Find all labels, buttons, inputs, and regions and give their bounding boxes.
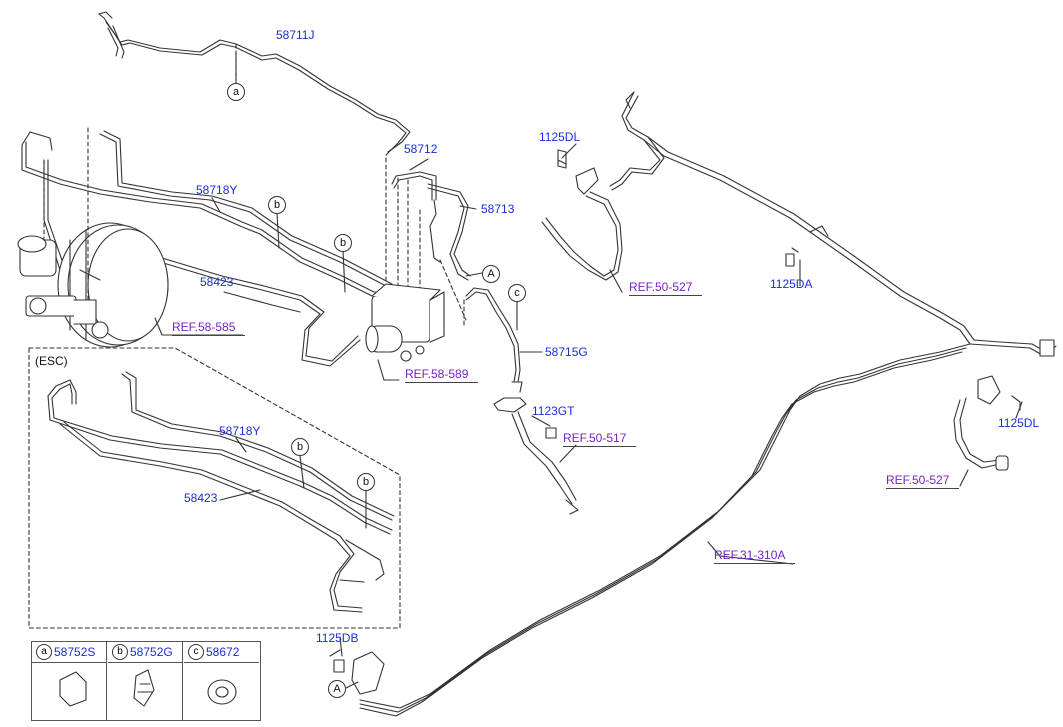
part-58711j-label[interactable]: 58711J <box>276 28 315 42</box>
legend-head: b 58752G <box>108 642 182 663</box>
ref-50-527-top-link[interactable]: REF.50-527 <box>629 280 703 296</box>
brake-tube-58711j <box>98 11 411 156</box>
callout-b-esc-1: b <box>291 438 309 456</box>
legend-icons <box>59 669 237 707</box>
brake-tube-58718y <box>21 130 395 299</box>
legend-letter: c <box>188 644 204 660</box>
callout-A-top: A <box>482 265 500 283</box>
legend-letter: a <box>36 644 52 660</box>
legend-letter: b <box>112 644 128 660</box>
rear-hose-top <box>541 149 623 281</box>
part-58712-label[interactable]: 58712 <box>404 142 438 156</box>
part-1123gt-label[interactable]: 1123GT <box>532 404 575 418</box>
front-hose-bracket <box>493 397 579 515</box>
ref-50-527-right-link[interactable]: REF.50-527 <box>886 473 960 489</box>
part-58423-label[interactable]: 58423 <box>200 275 234 289</box>
callout-A-bottom: A <box>328 680 346 698</box>
brake-tube-58712 <box>391 171 441 263</box>
esc-section-title: (ESC) <box>35 354 68 368</box>
callout-b-mid: b <box>334 234 352 252</box>
leader-lines <box>154 143 1023 657</box>
underbody-tube-long <box>359 343 971 717</box>
callout-b-esc-2: b <box>357 473 375 491</box>
part-1125da-label[interactable]: 1125DA <box>770 277 813 291</box>
legend-cell-a[interactable]: a 58752S <box>32 642 107 720</box>
rear-tube-long <box>609 91 1057 357</box>
ref-50-517-link[interactable]: REF.50-517 <box>563 431 637 447</box>
ref-31-310a-link[interactable]: REF.31-310A <box>714 548 796 564</box>
legend-head: c 58672 <box>184 642 259 663</box>
brake-booster <box>57 222 169 348</box>
abs-module <box>365 283 445 362</box>
part-1125dl-top-label[interactable]: 1125DL <box>539 130 581 144</box>
part-58718y-label[interactable]: 58718Y <box>196 183 238 197</box>
legend-part-code: 58752G <box>130 645 173 659</box>
brake-tube-58715g <box>465 287 523 393</box>
ref-58-585-link[interactable]: REF.58-585 <box>172 320 246 336</box>
legend-head: a 58752S <box>32 642 106 663</box>
ref-58-589-link[interactable]: REF.58-589 <box>405 367 479 383</box>
legend-cell-b[interactable]: b 58752G <box>108 642 183 720</box>
master-cylinder <box>17 235 109 339</box>
callout-leaders <box>235 51 518 689</box>
part-1125dl-right-label[interactable]: 1125DL <box>998 416 1040 430</box>
legend-cell-c[interactable]: c 58672 <box>184 642 259 720</box>
part-58715g-label[interactable]: 58715G <box>545 345 588 359</box>
parts-legend: a 58752S b 58752G c 58672 <box>31 641 261 721</box>
part-1125db-label[interactable]: 1125DB <box>316 631 359 645</box>
legend-part-code: 58672 <box>206 645 240 659</box>
callout-c: c <box>508 284 526 302</box>
dashed-leaders <box>43 43 467 327</box>
bottom-bracket <box>329 649 385 695</box>
callout-b-top: b <box>268 196 286 214</box>
brake-tube-58713 <box>427 183 471 281</box>
rear-hose-right <box>953 375 1021 471</box>
callout-a: a <box>227 83 245 101</box>
esc-frame <box>28 347 401 629</box>
part-58423-esc-label[interactable]: 58423 <box>184 491 218 505</box>
legend-part-code: 58752S <box>54 645 96 659</box>
esc-tubes <box>47 371 395 613</box>
part-58718y-esc-label[interactable]: 58718Y <box>219 424 261 438</box>
part-58713-label[interactable]: 58713 <box>481 202 515 216</box>
